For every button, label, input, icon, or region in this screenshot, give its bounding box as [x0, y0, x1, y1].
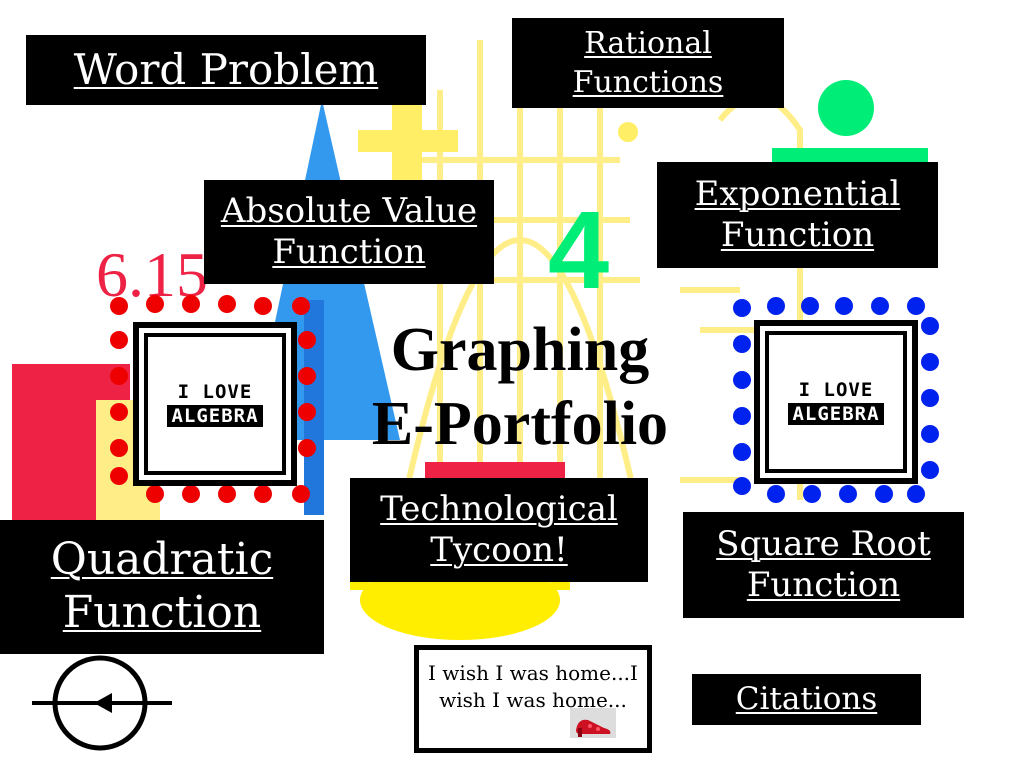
badge-line1: I LOVE	[798, 379, 874, 401]
title-line1: Graphing	[390, 316, 650, 384]
red-band	[425, 462, 565, 482]
citations-link[interactable]: Citations	[735, 680, 878, 717]
title-line2: E-Portfolio	[371, 390, 669, 459]
link-line: Function	[272, 232, 426, 272]
blue-dot-border	[733, 297, 939, 503]
technological-tycoon-link-box[interactable]: Technological Tycoon!	[350, 478, 648, 582]
love-algebra-badge-left: I LOVE ALGEBRA	[133, 322, 297, 486]
home-caption-box[interactable]: I wish I was home...I wish I was home...	[414, 645, 652, 753]
link-line: Exponential	[694, 174, 901, 215]
badge-line2: ALGEBRA	[167, 405, 263, 427]
square-root-function-link-box[interactable]: Square Root Function	[683, 512, 964, 618]
yellow-dot	[618, 122, 638, 142]
link-line: Function	[720, 215, 875, 255]
rational-functions-link-box[interactable]: Rational Functions	[512, 18, 784, 108]
badge-line2: ALGEBRA	[788, 403, 884, 425]
quadratic-function-link-box[interactable]: Quadratic Function	[0, 520, 324, 654]
link-line: Technological	[380, 489, 618, 530]
quadratic-function-link[interactable]: Quadratic Function	[51, 534, 273, 640]
ruby-slipper-icon	[570, 708, 616, 738]
technological-tycoon-link[interactable]: Technological Tycoon!	[380, 489, 618, 571]
link-line: Square Root	[716, 524, 931, 565]
absolute-value-function-link-box[interactable]: Absolute Value Function	[204, 180, 494, 284]
word-problem-link-box[interactable]: Word Problem	[26, 35, 426, 105]
absolute-value-function-link[interactable]: Absolute Value Function	[221, 191, 477, 273]
link-line: Absolute Value	[220, 191, 478, 232]
home-caption-line1: I wish I was home...I	[428, 661, 638, 685]
rational-functions-link[interactable]: Rational Functions	[573, 24, 724, 102]
link-line: Rational	[584, 26, 712, 61]
square-root-function-link[interactable]: Square Root Function	[716, 524, 931, 606]
red-dot-border	[110, 295, 316, 503]
exponential-function-link[interactable]: Exponential Function	[695, 174, 901, 256]
word-problem-link[interactable]: Word Problem	[73, 44, 379, 94]
link-line: Tycoon!	[430, 530, 568, 570]
link-line: Function	[746, 565, 901, 605]
link-line: Function	[62, 587, 262, 638]
badge-line1: I LOVE	[177, 381, 253, 403]
exponential-function-link-box[interactable]: Exponential Function	[657, 162, 938, 268]
link-line: Quadratic	[50, 534, 274, 586]
badge-inner: I LOVE ALGEBRA	[765, 331, 907, 473]
background-number-four: 4	[548, 189, 609, 312]
badge-inner: I LOVE ALGEBRA	[144, 333, 286, 475]
link-line: Functions	[572, 65, 724, 100]
love-algebra-badge-right: I LOVE ALGEBRA	[754, 320, 918, 484]
citations-link-box[interactable]: Citations	[692, 674, 921, 725]
page-title: Graphing E-Portfolio	[340, 313, 700, 462]
plus-shape-vertical	[392, 95, 422, 185]
green-circle	[818, 80, 874, 136]
back-arrow-circle-icon[interactable]	[32, 655, 172, 755]
